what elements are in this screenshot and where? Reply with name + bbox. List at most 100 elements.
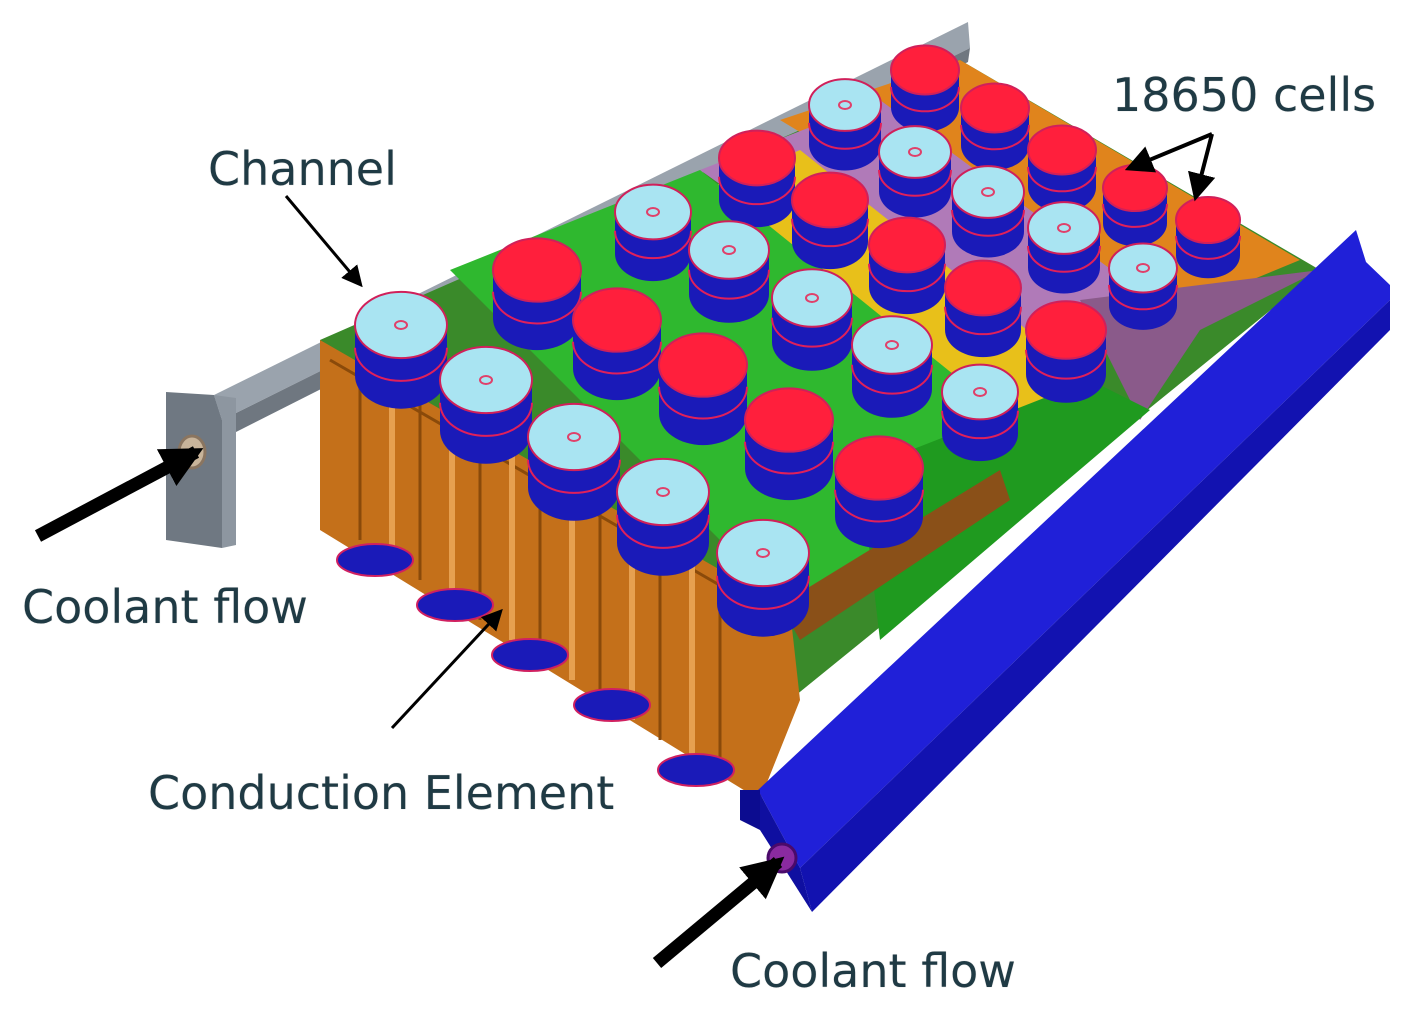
cell-terminal [981,187,995,197]
cells-group [354,44,1241,637]
battery-cell [1025,300,1107,403]
battery-cell [1027,201,1101,294]
battery-cell [716,518,810,637]
battery-cell [616,457,710,576]
cell-band [951,209,1025,237]
cell-band [941,410,1019,440]
cell-terminal [394,320,408,330]
right-channel [740,230,1390,912]
battery-cell [944,259,1022,358]
cell-band [614,230,692,260]
cell-top [944,259,1022,317]
channel-label: Channel [208,142,397,196]
cell-top [771,268,853,328]
cell-top [1102,163,1168,213]
cell-top [791,171,869,229]
battery-cell [572,287,662,401]
cell-band [878,169,952,197]
cell-top [808,78,882,132]
cell-top [354,290,448,360]
battery-cell [527,402,621,521]
battery-cell [1102,163,1168,247]
cell-band [716,575,810,610]
cell-top [868,216,946,274]
cell-top [614,183,692,241]
right-coolant-arrow [652,856,785,968]
cell-top [1025,300,1107,360]
channel-pointer-arrow [284,195,363,288]
cell-band [851,364,933,395]
cell-band [1027,245,1101,273]
cell-terminal [656,487,670,497]
cell-top [941,363,1019,421]
cell-band [771,317,853,348]
cell-terminal [838,100,852,110]
cell-top [744,387,834,453]
cell-terminal [479,375,493,385]
cell-band [616,514,710,549]
cell-band [1175,235,1241,260]
cell-band [890,86,960,113]
cell-terminal [973,387,987,397]
cell-band [1025,349,1107,380]
cell-top [718,129,796,187]
cell-top [658,332,748,398]
cell-terminal [646,207,660,217]
cell-band [688,269,770,300]
cells-label: 18650 cells [1112,68,1377,122]
cell-band [1108,284,1178,311]
cell-band [1102,203,1168,228]
battery-cell [614,183,692,282]
cell-band [354,347,448,382]
battery-cell [851,315,933,418]
cell-terminal [885,340,899,350]
battery-cell [890,44,960,132]
battery-cell [771,268,853,371]
cell-top [851,315,933,375]
conduction-element-label: Conduction Element [148,766,615,820]
cell-band [718,176,796,206]
battery-cell [878,125,952,218]
battery-cell [688,220,770,323]
cell-terminal [1057,223,1071,233]
cell-band [658,386,748,420]
battery-cell [658,332,748,446]
conduction-pointer-arrow [390,608,503,730]
battery-cell [1108,242,1178,330]
cell-top [1175,195,1241,245]
cell-top [716,518,810,588]
cell-band [868,263,946,293]
cell-band [960,124,1030,151]
cell-top [890,44,960,96]
cell-terminal [722,245,736,255]
cell-band [1027,166,1097,193]
cell-top [1027,201,1101,255]
cell-terminal [908,147,922,157]
cell-top [1108,242,1178,294]
cell-band [791,218,869,248]
cell-bottoms [336,543,735,787]
coolant-flow-right-label: Coolant flow [730,944,1016,998]
cell-top [527,402,621,472]
battery-cell [744,387,834,501]
battery-cell [439,345,533,464]
annotation-arrows [34,132,1216,968]
cell-top [572,287,662,353]
battery-cell [354,290,448,409]
cells-pointer-arrow-2 [1188,133,1216,202]
coolant-flow-left-label: Coolant flow [22,580,308,634]
battery-cell [834,435,924,549]
cell-band [944,306,1022,336]
cell-top [960,82,1030,134]
battery-cell [951,165,1025,258]
cell-band [527,459,621,494]
battery-cell [1175,195,1241,279]
cell-top [439,345,533,415]
left-coolant-arrow [34,446,204,542]
cell-band [834,489,924,523]
cell-band [744,441,834,475]
cell-band [439,402,533,437]
battery-cell [808,78,882,171]
cell-terminal [805,293,819,303]
cell-top [688,220,770,280]
